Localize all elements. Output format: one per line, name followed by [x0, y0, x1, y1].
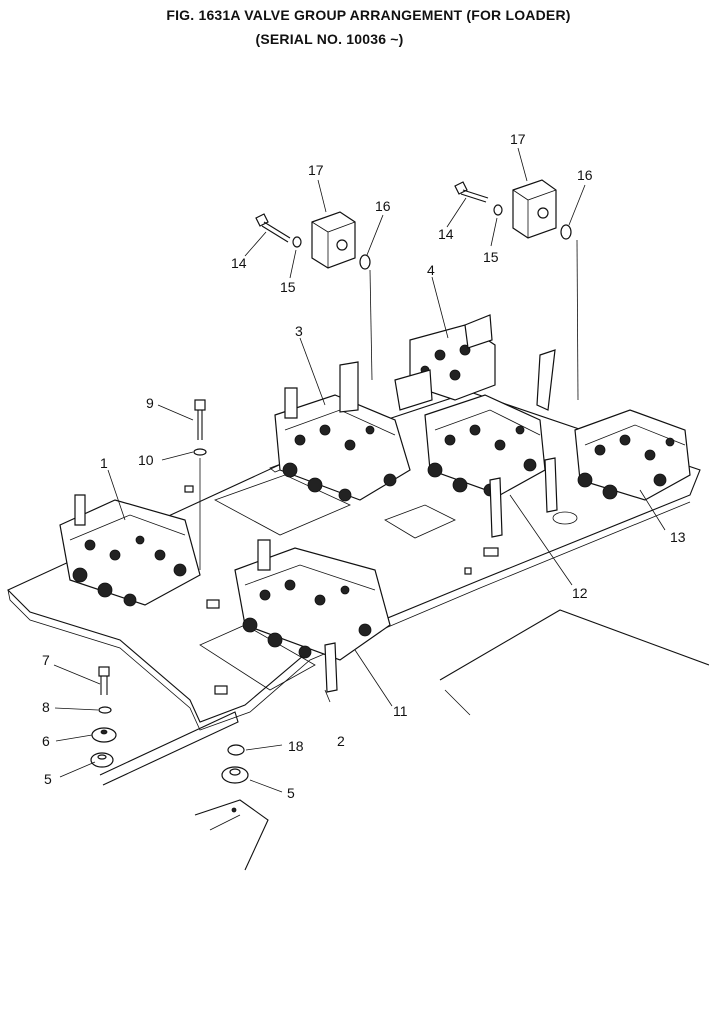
- o-ring-18: [227, 744, 245, 756]
- cushion-6: [91, 727, 117, 743]
- callout-2: 2: [337, 733, 345, 749]
- callout-6: 6: [42, 733, 50, 749]
- valve-3: [274, 361, 411, 502]
- callout-3: 3: [295, 323, 303, 339]
- valve-13: [544, 409, 691, 513]
- callout-8: 8: [42, 699, 50, 715]
- callout-15-left: 15: [280, 279, 296, 295]
- figure-title: FIG. 1631A VALVE GROUP ARRANGEMENT (FOR …: [166, 7, 571, 23]
- bolt-14-left: [255, 213, 291, 243]
- callout-9: 9: [146, 395, 154, 411]
- callout-17-right: 17: [510, 131, 526, 147]
- callout-16-right: 16: [577, 167, 593, 183]
- callout-5-left: 5: [44, 771, 52, 787]
- washer-8: [98, 706, 112, 714]
- callout-10: 10: [138, 452, 154, 468]
- valve-12: [424, 349, 556, 538]
- callout-4: 4: [427, 262, 435, 278]
- hose-left: [369, 269, 373, 381]
- callout-18: 18: [288, 738, 304, 754]
- valve-11: [234, 539, 391, 693]
- mount-frame-right-inner: [444, 689, 471, 716]
- callout-15-right: 15: [483, 249, 499, 265]
- block-17-left: [311, 211, 356, 269]
- callout-1: 1: [100, 455, 108, 471]
- floor-bracket: [194, 799, 269, 871]
- mount-frame: [99, 711, 239, 786]
- base-plate-edge: [7, 501, 691, 731]
- callout-13: 13: [670, 529, 686, 545]
- bolt-7: [98, 666, 110, 695]
- callout-16-left: 16: [375, 198, 391, 214]
- figure-subtitle: (SERIAL NO. 10036 ~): [255, 31, 404, 47]
- callout-12: 12: [572, 585, 588, 601]
- washer-15-left: [292, 236, 302, 248]
- floor-bracket-2: [209, 814, 241, 831]
- washer-10: [193, 448, 207, 456]
- mount-frame-right: [439, 609, 709, 681]
- plate-cutout-center: [384, 504, 456, 539]
- bolt-14-right: [454, 181, 489, 203]
- mount-5-right: [221, 766, 249, 784]
- mount-5-left: [90, 752, 114, 768]
- valve-4: [394, 314, 496, 411]
- nut: [184, 485, 194, 493]
- callout-11: 11: [393, 703, 408, 719]
- o-ring-16-right: [560, 224, 572, 240]
- plate-cutout-left: [214, 474, 351, 536]
- ring: [552, 511, 578, 525]
- leader-lines: [53, 147, 666, 793]
- nut: [214, 685, 228, 695]
- bolt-9: [194, 399, 206, 440]
- nut: [483, 547, 499, 557]
- valve-1: [59, 494, 201, 607]
- block-17-right: [512, 179, 557, 239]
- washer-15-right: [493, 204, 503, 216]
- callout-14-left: 14: [231, 255, 247, 271]
- plate-cutout-front: [199, 624, 316, 691]
- nut: [464, 567, 472, 575]
- o-ring-16-left: [359, 254, 371, 270]
- callout-5-right: 5: [287, 785, 295, 801]
- callout-17-left: 17: [308, 162, 324, 178]
- hose-right: [576, 239, 579, 401]
- callout-14-right: 14: [438, 226, 454, 242]
- nut: [206, 599, 220, 609]
- callout-7: 7: [42, 652, 50, 668]
- pin-marker: [231, 807, 237, 813]
